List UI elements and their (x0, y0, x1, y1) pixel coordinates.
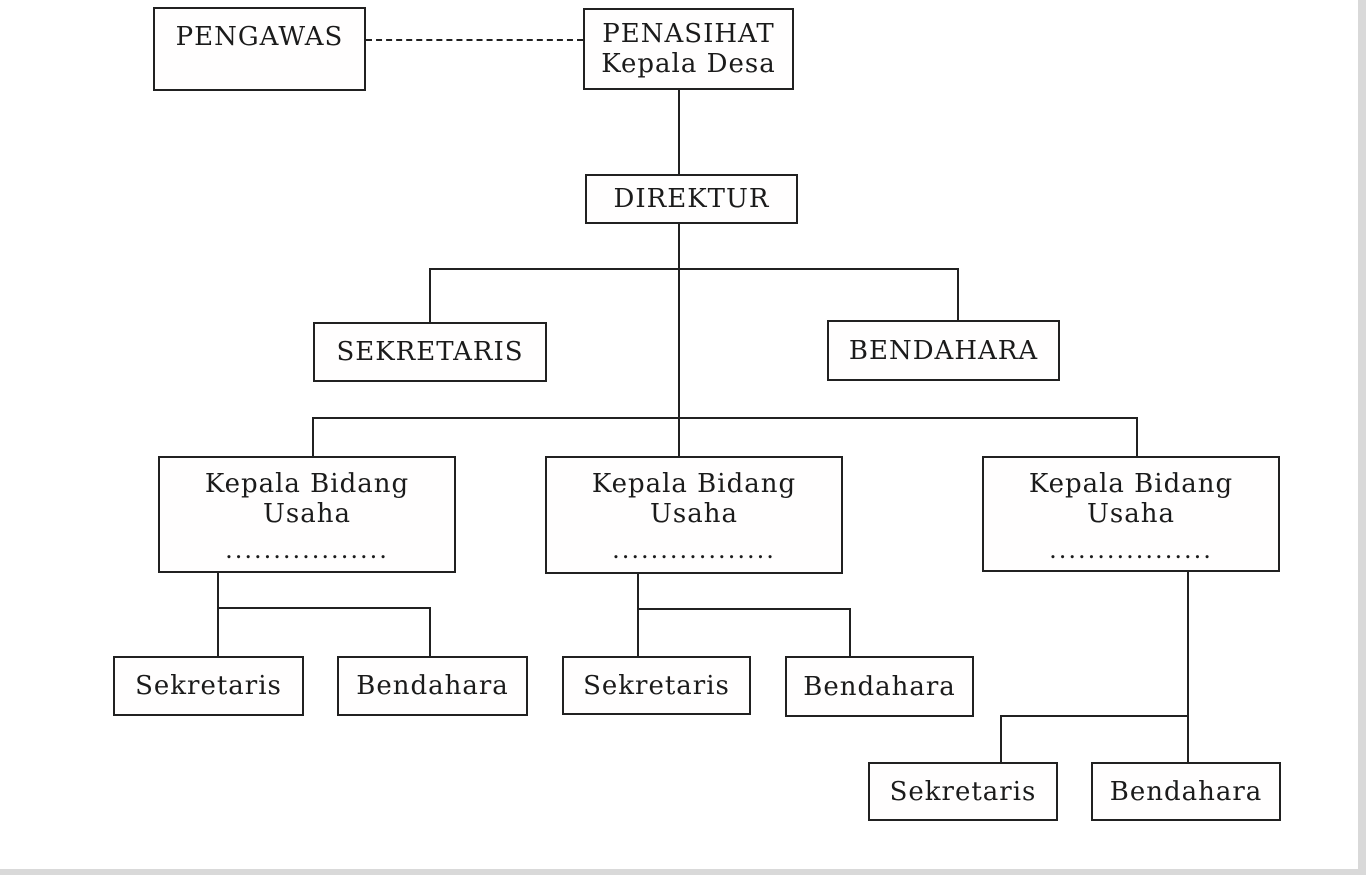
unit3-label-line2: Usaha (1086, 499, 1175, 529)
connector-drop-unit1 (312, 417, 314, 456)
node-unit3-sekretaris: Sekretaris (868, 762, 1058, 821)
connector-unit3-trunk (1187, 570, 1189, 762)
connector-drop-sekretaris (429, 268, 431, 322)
connector-unit3-drop-sekretaris (1000, 715, 1002, 762)
connector-branch1-horizontal (429, 268, 959, 270)
unit1-label-line2: Usaha (262, 499, 351, 529)
node-sekretaris: SEKRETARIS (313, 322, 547, 382)
sekretaris-label: SEKRETARIS (336, 337, 524, 367)
unit1-sekretaris-label: Sekretaris (135, 671, 282, 701)
node-unit1-sekretaris: Sekretaris (113, 656, 304, 716)
connector-unit3-horizontal (1000, 715, 1189, 717)
node-kepala-bidang-usaha-1: Kepala Bidang Usaha ................. (158, 456, 456, 573)
connector-unit1-drop-bendahara (429, 607, 431, 656)
node-bendahara: BENDAHARA (827, 320, 1060, 381)
connector-unit1-trunk (217, 571, 219, 656)
node-kepala-bidang-usaha-2: Kepala Bidang Usaha ................. (545, 456, 843, 574)
unit3-label-line1: Kepala Bidang (1028, 469, 1234, 499)
unit2-label-dots: ................. (612, 536, 776, 564)
node-direktur: DIREKTUR (585, 174, 798, 224)
connector-drop-unit3 (1136, 417, 1138, 456)
connector-pengawas-penasihat-dashed (366, 39, 583, 41)
node-unit2-sekretaris: Sekretaris (562, 656, 751, 715)
connector-branch2-horizontal (312, 417, 1138, 419)
pengawas-label: PENGAWAS (175, 22, 344, 52)
connector-unit2-trunk (637, 572, 639, 656)
node-pengawas: PENGAWAS (153, 7, 366, 91)
direktur-label: DIREKTUR (613, 184, 770, 214)
node-unit2-bendahara: Bendahara (785, 656, 974, 717)
unit3-label-dots: ................. (1049, 536, 1213, 564)
connector-direktur-trunk (678, 223, 680, 456)
connector-unit1-horizontal (217, 607, 431, 609)
node-unit1-bendahara: Bendahara (337, 656, 528, 716)
unit3-sekretaris-label: Sekretaris (889, 776, 1037, 807)
unit1-label-dots: ................. (225, 536, 389, 564)
connector-unit2-drop-bendahara (849, 608, 851, 656)
bottom-edge-strip (0, 869, 1366, 875)
penasihat-label-line1: PENASIHAT (602, 19, 775, 49)
unit2-sekretaris-label: Sekretaris (583, 670, 730, 701)
right-edge-strip (1358, 0, 1366, 875)
node-penasihat: PENASIHAT Kepala Desa (583, 8, 794, 90)
unit1-bendahara-label: Bendahara (356, 671, 509, 701)
unit2-label-line1: Kepala Bidang (591, 469, 797, 499)
connector-unit2-horizontal (637, 608, 851, 610)
penasihat-label-line2: Kepala Desa (601, 49, 776, 79)
node-unit3-bendahara: Bendahara (1091, 762, 1281, 821)
unit2-bendahara-label: Bendahara (803, 671, 956, 702)
connector-drop-bendahara (957, 268, 959, 320)
unit2-label-line2: Usaha (649, 499, 738, 529)
unit1-label-line1: Kepala Bidang (204, 469, 410, 499)
connector-penasihat-direktur (678, 90, 680, 174)
node-kepala-bidang-usaha-3: Kepala Bidang Usaha ................. (982, 456, 1280, 572)
unit3-bendahara-label: Bendahara (1109, 776, 1263, 807)
bendahara-label: BENDAHARA (848, 335, 1039, 366)
